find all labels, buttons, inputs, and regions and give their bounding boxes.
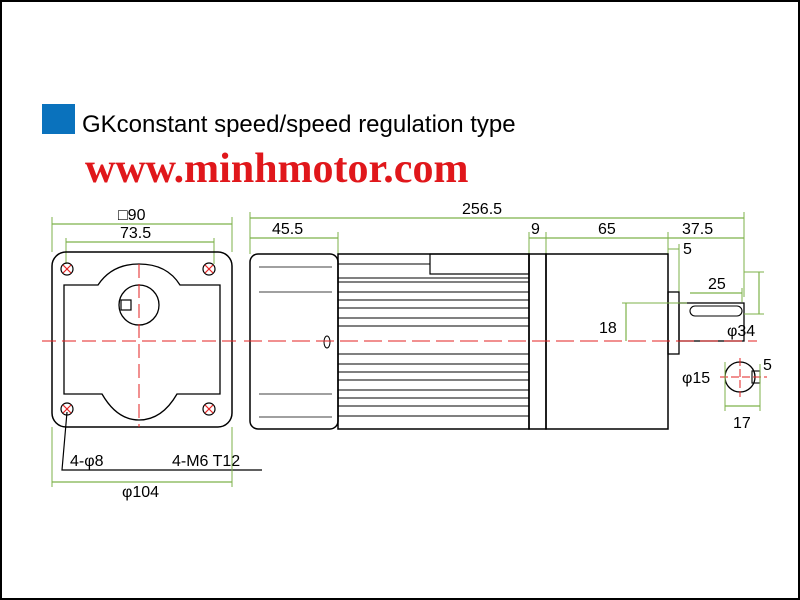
hole-spacing-dimension-label: 73.5 bbox=[120, 225, 151, 242]
title-square-icon bbox=[42, 104, 75, 134]
shaft-height-label: 18 bbox=[599, 320, 617, 337]
boss-label: 5 bbox=[683, 241, 692, 258]
width-dimension-label: □90 bbox=[118, 207, 146, 224]
key-length-label: 25 bbox=[708, 276, 726, 293]
bolt-circle-label: φ104 bbox=[122, 484, 159, 501]
flange-label: 9 bbox=[531, 221, 540, 238]
boss-diameter-label: φ34 bbox=[727, 323, 755, 340]
rear-cover-label: 45.5 bbox=[272, 221, 303, 238]
shaft-section: φ15 5 17 bbox=[682, 357, 772, 432]
front-view: □90 73.5 4-φ8 4-M6 T12 φ104 bbox=[42, 207, 262, 501]
mount-hole-label: 4-φ8 bbox=[70, 453, 104, 470]
gearbox-label: 65 bbox=[598, 221, 616, 238]
overall-length-label: 256.5 bbox=[462, 201, 502, 218]
key-width-label: 5 bbox=[763, 357, 772, 374]
thread-label: 4-M6 T12 bbox=[172, 453, 240, 470]
key-height-label: 17 bbox=[733, 415, 751, 432]
drawing-title: GKconstant speed/speed regulation type bbox=[82, 111, 516, 138]
website-url: www.minhmotor.com bbox=[85, 146, 468, 192]
side-view: 256.5 45.5 9 65 37.5 5 bbox=[244, 201, 764, 430]
shaft-length-label: 37.5 bbox=[682, 221, 713, 238]
shaft-diameter-label: φ15 bbox=[682, 370, 710, 387]
